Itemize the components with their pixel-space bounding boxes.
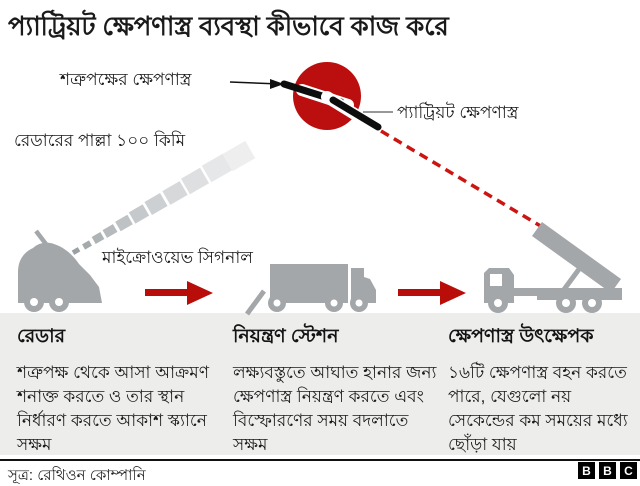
signal-arrow-2-icon bbox=[398, 281, 466, 305]
source-credit: সূত্র: রেথিওন কোম্পানি bbox=[8, 467, 146, 484]
trajectory-dashed-line bbox=[380, 129, 550, 233]
section-control-station-heading: নিয়ন্ত্রণ স্টেশন bbox=[233, 326, 339, 347]
section-launcher-heading: ক্ষেপণাস্ত্র উৎক্ষেপক bbox=[448, 326, 594, 347]
radar-truck-icon bbox=[18, 229, 102, 312]
section-launcher: ক্ষেপণাস্ত্র উৎক্ষেপক ১৬টি ক্ষেপণাস্ত্র … bbox=[448, 322, 634, 457]
section-radar-heading: রেডার bbox=[17, 326, 66, 347]
enemy-missile-label: শত্রুপক্ষের ক্ষেপণাস্ত্র bbox=[60, 70, 192, 89]
microwave-beam-icon bbox=[71, 140, 256, 255]
bbc-logo-letter: B bbox=[578, 462, 595, 479]
section-control-station: নিয়ন্ত্রণ স্টেশন লক্ষ্যবস্তুতে আঘাত হান… bbox=[233, 322, 441, 457]
page-title: প্যাট্রিয়ট ক্ষেপণাস্ত্র ব্যবস্থা কীভাবে… bbox=[8, 11, 449, 41]
patriot-missile-label: প্যাট্রিয়ট ক্ষেপণাস্ত্র bbox=[397, 103, 519, 122]
bbc-logo-letter: C bbox=[620, 462, 637, 479]
footer-divider bbox=[0, 459, 640, 461]
bbc-logo: B B C bbox=[578, 462, 637, 479]
signal-arrow-1-icon bbox=[145, 281, 213, 305]
radar-range-label: রেডারের পাল্লা ১০০ কিমি bbox=[14, 131, 186, 150]
patriot-missile-icon bbox=[321, 91, 393, 131]
launcher-truck-icon bbox=[484, 222, 622, 313]
section-radar: রেডার শত্রুপক্ষ থেকে আসা আক্রমণ শনাক্ত ক… bbox=[17, 322, 219, 457]
control-station-truck-icon bbox=[244, 264, 376, 316]
section-radar-body: শত্রুপক্ষ থেকে আসা আক্রমণ শনাক্ত করতে ও … bbox=[17, 363, 209, 454]
section-control-station-body: লক্ষ্যবস্তুতে আঘাত হানার জন্য ক্ষেপণাস্ত… bbox=[233, 363, 437, 454]
section-launcher-body: ১৬টি ক্ষেপণাস্ত্র বহন করতে পারে, যেগুলো … bbox=[448, 363, 628, 454]
microwave-signal-label: মাইক্রোওয়েভ সিগনাল bbox=[102, 248, 253, 267]
bbc-logo-letter: B bbox=[599, 462, 616, 479]
description-panel bbox=[0, 313, 640, 455]
